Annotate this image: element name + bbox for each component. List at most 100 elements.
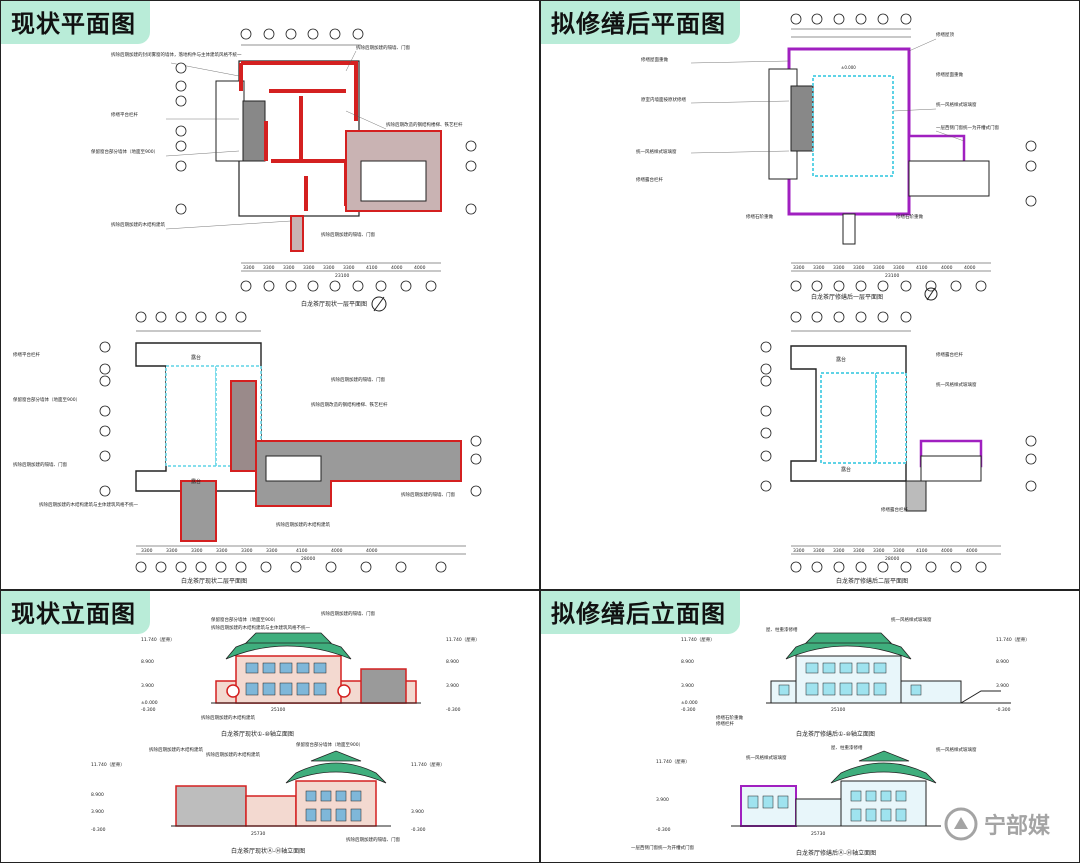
panel-title-current-plan: 现状平面图	[1, 1, 150, 44]
svg-text:-0.300: -0.300	[141, 707, 156, 713]
repaired-elevation-drawing: 11.740（屋脊） 8.900 3.900 ±0.000 -0.300 11.…	[631, 616, 1030, 857]
svg-text:拆除后期改造的钢结构楼梯、铁艺栏杆: 拆除后期改造的钢结构楼梯、铁艺栏杆	[311, 401, 388, 408]
elevation-2-repaired	[731, 750, 941, 827]
elevation-1-repaired	[766, 632, 1011, 704]
svg-text:3.900: 3.900	[141, 683, 154, 689]
svg-text:3.900: 3.900	[411, 809, 424, 815]
svg-text:3300: 3300	[303, 265, 315, 271]
svg-text:拆除后期加建的隔墙、门窗: 拆除后期加建的隔墙、门窗	[13, 461, 67, 468]
svg-text:露台: 露台	[191, 478, 201, 485]
svg-text:3.900: 3.900	[446, 683, 459, 689]
svg-text:修缮栏杆: 修缮栏杆	[716, 720, 734, 727]
svg-text:3300: 3300	[141, 548, 153, 554]
floor-2-plan-repaired: 露台 露台	[790, 345, 983, 512]
svg-text:统一风格样式玻璃窗: 统一风格样式玻璃窗	[746, 754, 787, 761]
svg-text:4000: 4000	[366, 548, 378, 554]
svg-text:露台: 露台	[841, 466, 851, 473]
svg-text:4000: 4000	[941, 548, 953, 554]
caption-current-elevation-2: 白龙茶厅现状Ⓐ-Ⓗ轴立面图	[231, 847, 305, 855]
caption-repaired-elevation-2: 白龙茶厅修缮后Ⓐ-Ⓗ轴立面图	[796, 849, 876, 857]
svg-text:拆除后期加建的隔墙、门窗: 拆除后期加建的隔墙、门窗	[401, 491, 455, 498]
level-scale-left: 11.740（屋脊） 8.900 3.900 ±0.000 -0.300 11.…	[141, 636, 480, 713]
room-label-terrace: 露台	[191, 354, 201, 361]
svg-text:8.900: 8.900	[996, 659, 1009, 665]
svg-text:统一风格样式玻璃窗: 统一风格样式玻璃窗	[936, 101, 977, 108]
caption-current-plan-2: 白龙茶厅现状二层平面图	[181, 577, 247, 585]
svg-text:拆除后期加建的隔墙、门窗: 拆除后期加建的隔墙、门窗	[321, 231, 375, 238]
svg-text:修缮露台栏杆: 修缮露台栏杆	[881, 506, 908, 513]
svg-text:保留窗台部分墙体（地面至900）: 保留窗台部分墙体（地面至900）	[296, 741, 363, 748]
svg-text:3300: 3300	[241, 548, 253, 554]
svg-text:拆除后期加建的隔墙、门窗: 拆除后期加建的隔墙、门窗	[331, 376, 385, 383]
svg-text:8.900: 8.900	[681, 659, 694, 665]
svg-text:8.900: 8.900	[91, 792, 104, 798]
floor-1-plan-repaired: ±0.000	[768, 47, 990, 245]
svg-text:3.900: 3.900	[656, 797, 669, 803]
svg-text:修缮露台栏杆: 修缮露台栏杆	[936, 351, 963, 358]
svg-text:8.900: 8.900	[446, 659, 459, 665]
svg-text:3300: 3300	[833, 265, 845, 271]
caption-repaired-plan-2: 白龙茶厅修缮后二层平面图	[836, 577, 908, 585]
svg-text:3300: 3300	[793, 548, 805, 554]
svg-text:4000: 4000	[964, 265, 976, 271]
svg-text:拆除后期加建的木结构建筑: 拆除后期加建的木结构建筑	[206, 751, 260, 758]
svg-text:-0.300: -0.300	[996, 707, 1011, 713]
svg-text:修缮石阶重做: 修缮石阶重做	[716, 714, 743, 721]
svg-text:3300: 3300	[243, 265, 255, 271]
current-elevation-drawing: 11.740（屋脊） 8.900 3.900 ±0.000 -0.300 11.…	[91, 610, 480, 855]
svg-text:11.740（屋脊）: 11.740（屋脊）	[91, 761, 125, 768]
svg-text:修缮屋面重做: 修缮屋面重做	[641, 56, 668, 63]
svg-text:修缮屋顶: 修缮屋顶	[936, 31, 954, 38]
watermark-logo-icon	[944, 807, 978, 841]
svg-text:屋、柱重漆修缮: 屋、柱重漆修缮	[766, 626, 798, 633]
panel-title-repaired-elevation: 拟修缮后立面图	[541, 591, 740, 634]
svg-text:统一风格样式玻璃窗: 统一风格样式玻璃窗	[936, 746, 977, 753]
svg-text:修缮平台栏杆: 修缮平台栏杆	[13, 351, 40, 358]
svg-text:3.900: 3.900	[996, 683, 1009, 689]
svg-text:3300: 3300	[283, 265, 295, 271]
svg-text:3300: 3300	[873, 548, 885, 554]
svg-text:-0.300: -0.300	[656, 827, 671, 833]
svg-text:25100: 25100	[831, 707, 845, 713]
panel-title-repaired-plan: 拟修缮后平面图	[541, 1, 740, 44]
svg-text:拆除后期加建的封闭雾窗的墙体，落地构件与主体建筑风格不统一: 拆除后期加建的封闭雾窗的墙体，落地构件与主体建筑风格不统一	[111, 51, 242, 58]
svg-text:3300: 3300	[323, 265, 335, 271]
svg-text:3300: 3300	[813, 548, 825, 554]
elevation-1-current	[211, 632, 421, 704]
svg-text:3300: 3300	[191, 548, 203, 554]
svg-text:统一风格样式玻璃窗: 统一风格样式玻璃窗	[636, 148, 677, 155]
svg-text:保留窗台部分墙体（地面至900）: 保留窗台部分墙体（地面至900）	[91, 148, 158, 155]
svg-text:一层西侧门窗统一为开槽式门窗: 一层西侧门窗统一为开槽式门窗	[936, 124, 999, 131]
svg-text:3300: 3300	[853, 265, 865, 271]
svg-text:保留窗台部分墙体（地面至900）: 保留窗台部分墙体（地面至900）	[13, 396, 80, 403]
svg-text:4000: 4000	[391, 265, 403, 271]
svg-text:25100: 25100	[271, 707, 285, 713]
svg-text:修缮平台栏杆: 修缮平台栏杆	[111, 111, 138, 118]
svg-text:±0.000: ±0.000	[841, 65, 856, 70]
svg-text:3300: 3300	[263, 265, 275, 271]
svg-text:4100: 4100	[916, 265, 928, 271]
svg-text:3300: 3300	[833, 548, 845, 554]
svg-text:28000: 28000	[301, 556, 315, 562]
svg-text:4000: 4000	[941, 265, 953, 271]
panel-repaired-elevation: 拟修缮后立面图 11.740（屋脊） 8.900 3.900 ±0.000 -0…	[540, 590, 1080, 863]
svg-text:保留窗台部分墙体（地面至900）: 保留窗台部分墙体（地面至900）	[211, 616, 278, 623]
svg-text:±0.000: ±0.000	[681, 700, 698, 706]
floor-2-dimensions: 3300 3300 3300 3300 3300 3300 4100 4000 …	[141, 548, 378, 562]
panel-current-elevation: 现状立面图 11.740（屋脊） 8.900 3.900 ±0.000 -0.3…	[0, 590, 540, 863]
svg-text:3300: 3300	[853, 548, 865, 554]
svg-text:11.740（屋脊）: 11.740（屋脊）	[446, 636, 480, 643]
axis-markers-top	[240, 28, 364, 40]
svg-text:原室内墙面按原状修缮: 原室内墙面按原状修缮	[641, 96, 686, 103]
svg-text:-0.300: -0.300	[446, 707, 461, 713]
svg-text:4000: 4000	[966, 548, 978, 554]
floor-2-plan: 露台 露台	[135, 342, 462, 542]
svg-text:屋、柱重漆修缮: 屋、柱重漆修缮	[831, 744, 863, 751]
svg-text:11.740（屋脊）: 11.740（屋脊）	[656, 758, 690, 765]
svg-text:3300: 3300	[166, 548, 178, 554]
floor-1-notes: 拆除后期加建的封闭雾窗的墙体，落地构件与主体建筑风格不统一 修缮平台栏杆 保留窗…	[91, 44, 463, 238]
svg-text:±0.000: ±0.000	[141, 700, 158, 706]
panel-current-plan: 现状平面图	[0, 0, 540, 590]
svg-text:3300: 3300	[893, 265, 905, 271]
svg-text:4100: 4100	[916, 548, 928, 554]
